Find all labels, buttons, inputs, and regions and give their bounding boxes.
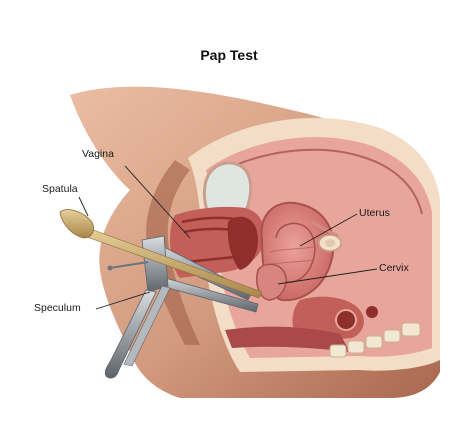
bowel-loop-1	[336, 310, 356, 330]
bowel-loop-2	[365, 305, 379, 319]
diagram-title: Pap Test	[0, 47, 458, 63]
label-speculum: Speculum	[34, 302, 81, 314]
spatula-paddle	[60, 210, 94, 238]
label-vagina: Vagina	[82, 148, 114, 160]
label-cervix: Cervix	[379, 262, 409, 274]
label-spatula: Spatula	[42, 183, 78, 195]
label-uterus: Uterus	[359, 207, 390, 219]
